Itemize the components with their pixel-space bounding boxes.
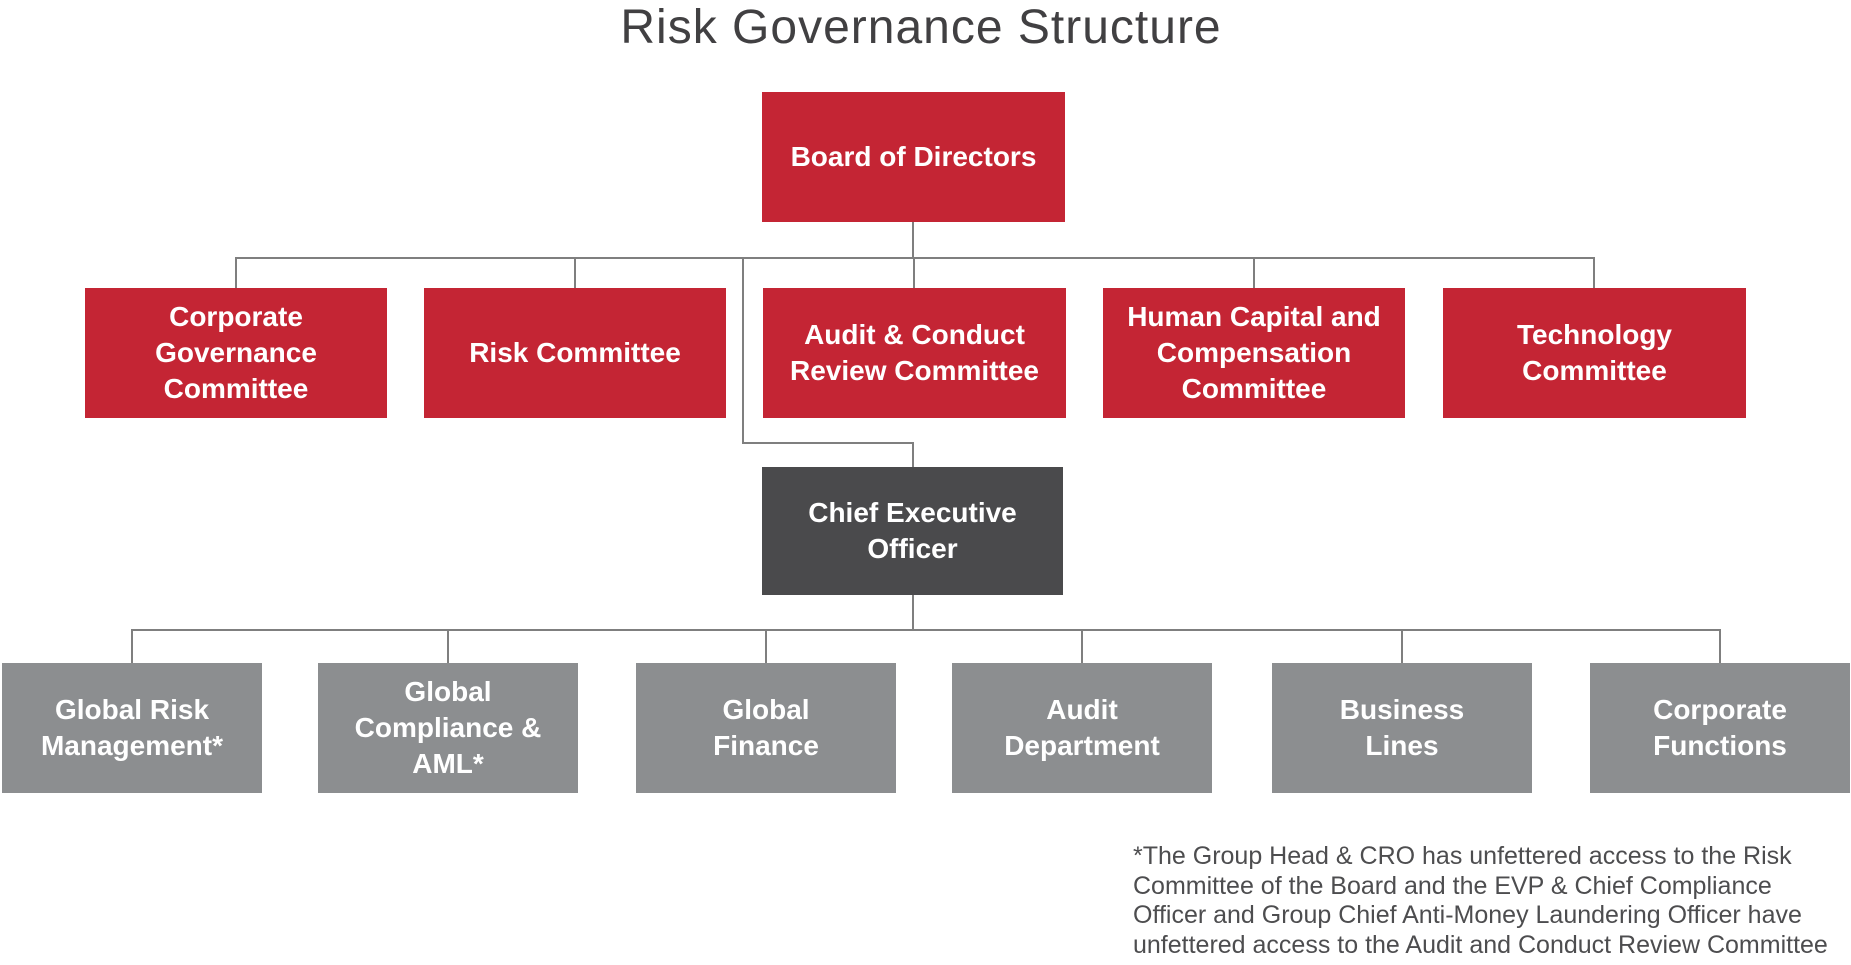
function-label-corporate-functions: Corporate Functions — [1653, 694, 1787, 761]
function-label-global-compliance-aml: Global Compliance & AML* — [354, 676, 542, 779]
board-of-directors-box: Board of Directors — [762, 92, 1065, 222]
committee-box-corporate-governance: Corporate Governance Committee — [85, 288, 387, 418]
page-title: Risk Governance Structure — [620, 1, 1222, 54]
ceo-box: Chief Executive Officer — [762, 467, 1063, 595]
committee-box-risk: Risk Committee — [424, 288, 726, 418]
function-label-global-finance: Global Finance — [713, 694, 819, 761]
committee-box-human-capital-compensation: Human Capital and Compensation Committee — [1103, 288, 1405, 418]
function-box-global-compliance-aml: Global Compliance & AML* — [318, 663, 578, 793]
function-label-global-risk-management: Global Risk Management* — [40, 694, 224, 761]
ceo-label: Chief Executive Officer — [808, 497, 1017, 564]
committee-label-human-capital-compensation: Human Capital and Compensation Committee — [1127, 301, 1381, 404]
function-box-audit-department: Audit Department — [952, 663, 1212, 793]
committee-label-corporate-governance: Corporate Governance Committee — [155, 301, 317, 404]
function-label-audit-department: Audit Department — [1004, 694, 1160, 761]
function-label-business-lines: Business Lines — [1339, 694, 1465, 761]
function-box-global-risk-management: Global Risk Management* — [2, 663, 262, 793]
committee-label-audit-conduct-review: Audit & Conduct Review Committee — [790, 319, 1039, 386]
committee-box-audit-conduct-review: Audit & Conduct Review Committee — [763, 288, 1066, 418]
board-of-directors-label: Board of Directors — [790, 141, 1037, 173]
function-box-global-finance: Global Finance — [636, 663, 896, 793]
connector-function-bus — [131, 629, 1721, 663]
committee-label-risk: Risk Committee — [469, 337, 681, 369]
committee-box-technology: Technology Committee — [1443, 288, 1746, 418]
function-box-corporate-functions: Corporate Functions — [1590, 663, 1850, 793]
connector-bus-to-ceo — [742, 258, 914, 467]
committee-label-technology: Technology Committee — [1516, 319, 1673, 386]
function-box-business-lines: Business Lines — [1272, 663, 1532, 793]
footnote: *The Group Head & CRO has unfettered acc… — [1133, 842, 1828, 959]
